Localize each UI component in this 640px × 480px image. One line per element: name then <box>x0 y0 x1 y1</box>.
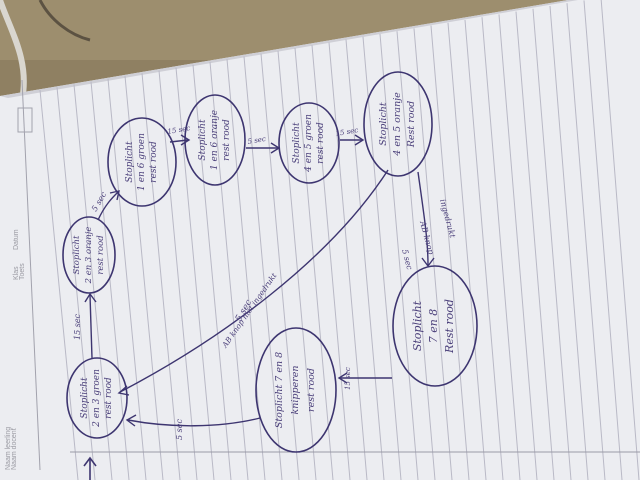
ruled-line <box>583 0 623 480</box>
svg-text:Rest rood: Rest rood <box>406 101 417 149</box>
svg-text:rest rood: rest rood <box>306 368 317 412</box>
arrow-6-1 <box>119 169 389 393</box>
ruled-line <box>481 17 521 480</box>
svg-text:1 en 6 groen: 1 en 6 groen <box>137 133 147 191</box>
ruled-line <box>498 14 538 480</box>
arrow-1-2 <box>89 294 93 359</box>
state-8-label: Stoplicht 7 en 8 knipperen rest rood <box>274 352 317 428</box>
svg-text:2 en 3 oranje: 2 en 3 oranje <box>84 227 94 285</box>
svg-text:Stoplicht: Stoplicht <box>72 235 82 274</box>
svg-text:rest rood: rest rood <box>96 235 106 275</box>
paper-edge <box>0 0 578 98</box>
state-6-label: Stoplicht 4 en 5 oranje Rest rood <box>378 92 417 157</box>
svg-text:Stoplicht: Stoplicht <box>292 122 302 164</box>
state-6-circle <box>363 71 433 177</box>
ruled-line <box>277 50 317 480</box>
ruled-lines <box>39 0 640 480</box>
state-2-circle <box>62 216 116 294</box>
svg-text:Stoplicht: Stoplicht <box>411 300 424 351</box>
arrow-8-1 <box>127 417 261 427</box>
state-3-label: Stoplicht 1 en 6 groen rest rood <box>125 133 159 191</box>
header-toets: Toets <box>19 263 26 280</box>
state-4-label: Stoplicht 1 en 6 oranje rest rood <box>198 110 232 170</box>
header-klas: Klas <box>13 266 20 280</box>
ruled-line <box>141 73 181 480</box>
ruled-line <box>243 56 283 480</box>
ruled-line <box>566 3 606 480</box>
header-leerling: Naam leerling <box>5 427 12 470</box>
ruled-line <box>515 11 555 480</box>
ruled-line <box>396 31 436 480</box>
svg-text:1 en 6 oranje: 1 en 6 oranje <box>210 110 220 170</box>
arrow-6-7 <box>417 171 429 266</box>
state-3-circle <box>107 117 177 207</box>
svg-text:Stoplicht: Stoplicht <box>198 119 208 161</box>
ruled-line <box>39 89 79 480</box>
svg-text:knipperen: knipperen <box>290 366 301 415</box>
state-5-label: Stoplicht 4 en 5 groen rest rood <box>292 114 326 173</box>
label-t4: 5 sec <box>247 135 267 146</box>
start-arrow <box>83 456 97 480</box>
ruled-line <box>294 47 334 480</box>
label-t1: 15 sec <box>73 313 82 340</box>
ruled-line <box>56 87 96 480</box>
svg-text:2 en 3 groen: 2 en 3 groen <box>92 369 102 428</box>
ruled-line <box>260 53 300 480</box>
header-datum: Datum <box>13 229 20 250</box>
svg-text:7 en 8: 7 en 8 <box>427 309 440 344</box>
ruled-line <box>345 39 385 480</box>
arrow-2-3 <box>97 191 119 221</box>
label-t5: 15 sec <box>335 126 359 138</box>
header-docent: Naam docent <box>11 428 18 470</box>
svg-text:Stoplicht: Stoplicht <box>125 141 135 183</box>
ruled-line <box>379 33 419 480</box>
svg-text:Stoplicht: Stoplicht <box>80 377 90 419</box>
state-7-circle <box>392 265 478 387</box>
ruled-line <box>209 61 249 480</box>
ruled-line <box>158 70 198 480</box>
svg-text:Rest rood: Rest rood <box>443 299 456 354</box>
state-5-circle <box>278 102 340 184</box>
ruled-line <box>311 45 351 480</box>
header-area: Datum Klas Toets Naam leerling Naam doce… <box>5 79 41 471</box>
ruled-line <box>328 42 368 480</box>
label-t8: 5 sec <box>175 419 184 440</box>
ruled-line <box>73 84 113 480</box>
label-t7: 15 sec <box>344 367 352 390</box>
ruled-line <box>362 36 402 480</box>
state-8-circle <box>255 327 337 453</box>
state-2-label: Stoplicht 2 en 3 oranje rest rood <box>72 227 106 285</box>
ruled-line <box>600 0 640 480</box>
ruled-line <box>464 19 504 480</box>
svg-text:4 en 5 groen: 4 en 5 groen <box>304 114 314 173</box>
ruled-line <box>107 78 147 480</box>
ruled-line <box>549 5 589 480</box>
ruled-line <box>532 8 572 480</box>
state-1-label: Stoplicht 2 en 3 groen rest rood <box>80 369 114 428</box>
cable-shadow <box>38 0 91 42</box>
ruled-line <box>447 22 487 480</box>
transition-arrows <box>84 134 435 427</box>
state-circles <box>62 71 478 453</box>
state-7-label: Stoplicht 7 en 8 Rest rood <box>411 299 456 354</box>
svg-text:rest rood: rest rood <box>222 119 232 161</box>
ruled-line <box>90 81 130 480</box>
svg-text:rest rood: rest rood <box>316 122 326 164</box>
ruled-line <box>192 64 232 480</box>
svg-text:4 en 5 oranje: 4 en 5 oranje <box>392 92 403 157</box>
svg-text:rest rood: rest rood <box>104 377 114 419</box>
ruled-line <box>124 75 164 480</box>
ruled-line <box>413 28 453 480</box>
state-labels: Stoplicht 2 en 3 groen rest rood Stoplic… <box>72 92 456 428</box>
svg-text:Stoplicht 7 en 8: Stoplicht 7 en 8 <box>274 352 285 428</box>
arrow-3-4 <box>169 139 189 143</box>
svg-text:rest rood: rest rood <box>149 141 159 183</box>
ruled-line <box>430 25 470 480</box>
label-t3: 15 sec <box>167 124 191 136</box>
state-1-circle <box>66 357 128 439</box>
svg-text:Stoplicht: Stoplicht <box>378 102 389 146</box>
